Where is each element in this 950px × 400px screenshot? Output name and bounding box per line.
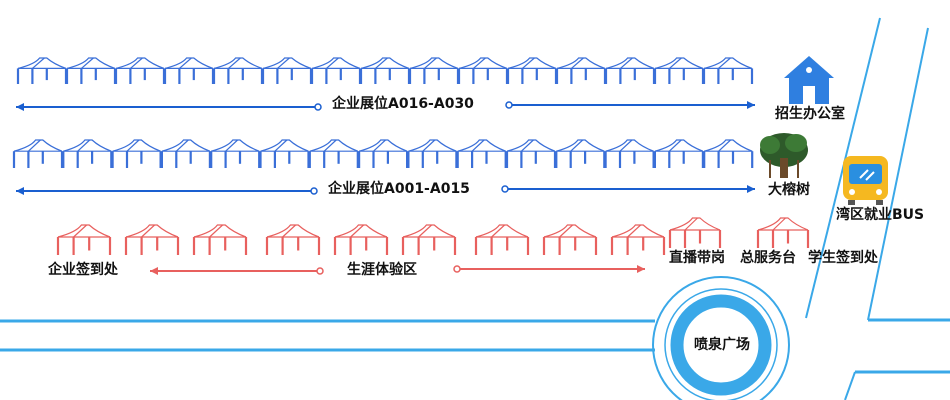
arrow-left-row-mid (16, 187, 318, 195)
booth-tent-a025 (457, 57, 509, 84)
label-company-checkin: 企业签到处 (48, 262, 118, 278)
experience-tent (474, 224, 530, 255)
label-bay-area-bus: 湾区就业BUS (836, 207, 925, 223)
road-diagonal-right (867, 27, 929, 321)
booth-tent-a006 (259, 139, 310, 168)
booth-tent-a014 (653, 139, 705, 168)
experience-tent (56, 224, 112, 255)
arrow-right-experience (453, 265, 645, 273)
booth-tent-a002 (62, 139, 113, 168)
booth-tent-a030 (702, 57, 754, 84)
label-booths-a016-a030: 企业展位A016-A030 (330, 96, 476, 112)
label-booths-a001-a015: 企业展位A001-A015 (326, 181, 472, 197)
livestream-tent (668, 217, 722, 248)
booth-tent-a024 (408, 57, 460, 84)
booth-tent-a003 (111, 139, 162, 168)
booth-tent-a012 (555, 139, 606, 168)
label-service-desk: 总服务台 (740, 250, 796, 266)
booth-tent-a013 (604, 139, 655, 168)
experience-tent (192, 224, 248, 255)
booth-tent-a009 (407, 139, 458, 168)
booth-tent-a019 (163, 57, 215, 84)
label-banyan-tree: 大榕树 (768, 182, 810, 198)
booth-tent-a005 (210, 139, 261, 168)
experience-tent (610, 224, 666, 255)
fountain-ring (670, 294, 772, 396)
label-fountain-plaza: 喷泉广场 (694, 337, 750, 353)
booth-tent-a011 (505, 139, 557, 168)
booth-tent-a004 (160, 139, 211, 168)
booth-tent-a028 (604, 57, 656, 84)
arrow-right-row-top (505, 101, 755, 109)
label-livestream: 直播带岗 (669, 250, 725, 266)
arrow-left-experience (150, 267, 324, 275)
experience-tent (542, 224, 598, 255)
booth-tent-a001 (12, 139, 64, 168)
booth-tent-a020 (212, 57, 264, 84)
experience-tent (124, 224, 180, 255)
booth-tent-a026 (506, 57, 558, 84)
booth-tent-a022 (310, 57, 362, 84)
booth-tent-a021 (261, 57, 313, 84)
booth-tent-a029 (653, 57, 705, 84)
booth-tent-a023 (359, 57, 411, 84)
experience-tent (265, 224, 321, 255)
house-icon (784, 56, 834, 104)
booth-tent-a027 (555, 57, 607, 84)
booth-tent-a016 (16, 57, 68, 84)
label-experience-zone: 生涯体验区 (345, 262, 419, 278)
road-diagonal-bottom (844, 371, 856, 400)
service-desk-tent (756, 217, 810, 248)
booth-tent-a007 (308, 139, 359, 168)
experience-tent (333, 224, 389, 255)
label-admissions-office: 招生办公室 (775, 106, 845, 122)
bus-icon (843, 156, 888, 205)
banyan-tree-icon (760, 133, 808, 178)
experience-tent (401, 224, 457, 255)
booth-tent-a008 (358, 139, 409, 168)
arrow-right-row-mid (501, 185, 755, 193)
arrow-left-row-top (16, 103, 322, 111)
booth-tent-a015 (703, 139, 754, 168)
label-student-checkin: 学生签到处 (808, 250, 878, 266)
roundabout-mid-ring (664, 288, 778, 400)
roundabout-outer-ring (652, 276, 790, 400)
booth-tent-a017 (65, 57, 117, 84)
booth-tent-a010 (456, 139, 507, 168)
booth-tent-a018 (114, 57, 166, 84)
